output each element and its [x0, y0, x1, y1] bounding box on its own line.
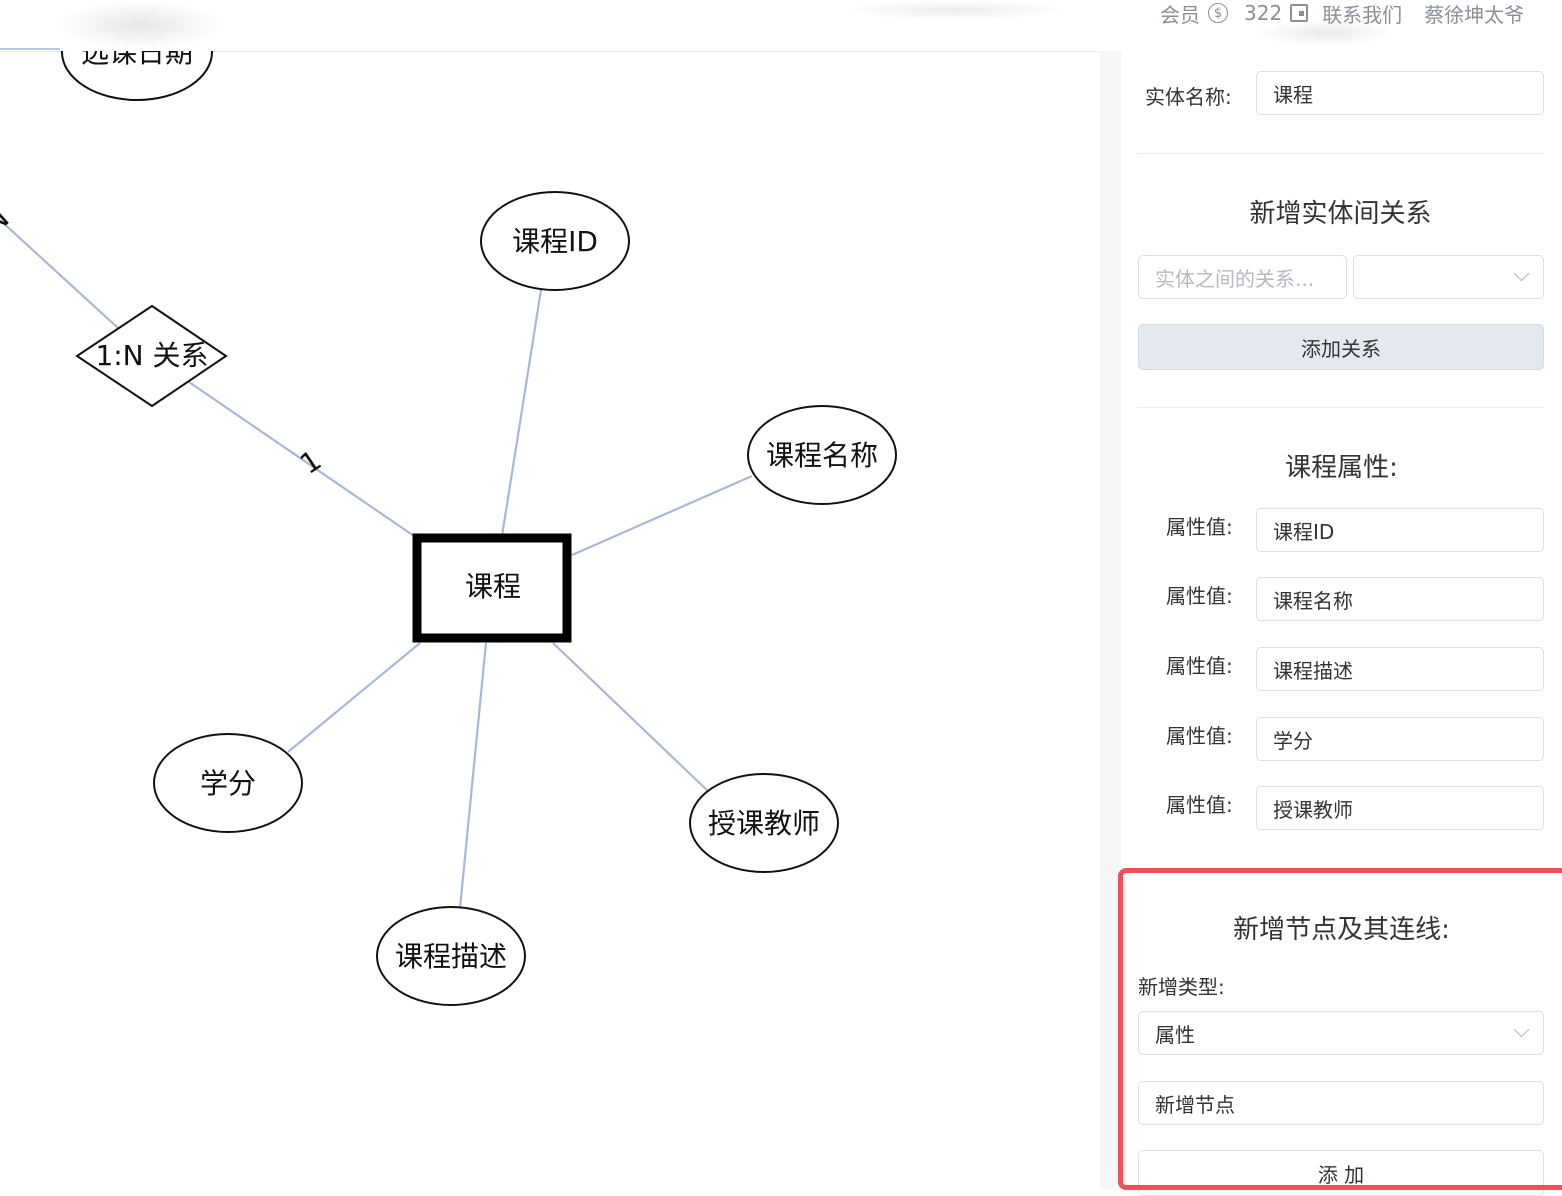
attribute-node-date[interactable]: 选课日期 — [61, 51, 213, 101]
attribute-label: 属性值: — [1166, 654, 1233, 678]
wallet-icon[interactable] — [1290, 4, 1309, 22]
properties-panel: 实体名称: 课程 新增实体间关系 实体之间的关系... 添加关系 课程属性: 属… — [1121, 51, 1562, 1196]
chevron-down-icon — [1513, 265, 1530, 282]
username[interactable]: 蔡徐坤太爷 — [1424, 2, 1525, 27]
entity-label: 课程 — [465, 570, 521, 603]
attribute-label: 授课教师 — [708, 807, 820, 840]
attribute-label: 属性值: — [1166, 515, 1233, 539]
tab-underline — [0, 48, 60, 50]
edge-description — [458, 642, 488, 909]
er-diagram-canvas[interactable]: 1 N 选课日期 课程ID 课程名称 授课教师 课程描述 学分 — [0, 51, 1100, 1190]
entity-node-course[interactable]: 课程 — [412, 533, 572, 643]
attribute-label: 课程ID — [512, 225, 598, 258]
edge-teacher — [552, 642, 711, 794]
relationship-label: 1:N 关系 — [95, 339, 208, 372]
chevron-down-icon — [1513, 1021, 1530, 1038]
member-link[interactable]: 会员 — [1160, 2, 1200, 27]
edge-course-name — [571, 474, 753, 557]
attribute-input[interactable]: 课程名称 — [1256, 577, 1544, 621]
attribute-row-label: 属性值: — [1166, 511, 1233, 540]
divider — [1137, 153, 1544, 154]
add-node-button[interactable]: 添 加 — [1138, 1150, 1544, 1196]
new-type-label: 新增类型: — [1138, 975, 1225, 999]
new-node-input[interactable]: 新增节点 — [1138, 1081, 1544, 1125]
new-node-title: 新增节点及其连线: — [1233, 915, 1450, 945]
entity-name-row: 实体名称: — [1145, 81, 1232, 110]
add-relation-button[interactable]: 添加关系 — [1138, 324, 1544, 370]
edge-credits — [287, 642, 421, 753]
attribute-row-label: 属性值: — [1166, 580, 1233, 609]
attribute-node-teacher[interactable]: 授课教师 — [689, 773, 839, 873]
divider — [1137, 407, 1544, 408]
attribute-label: 属性值: — [1166, 584, 1233, 608]
top-bar: 会员 $ 322 联系我们 蔡徐坤太爷 — [0, 0, 1562, 52]
attribute-row-label: 属性值: — [1166, 650, 1233, 679]
relationship-node[interactable]: 1:N 关系 — [75, 304, 228, 408]
relation-target-select[interactable] — [1353, 255, 1544, 299]
diagram-edges — [0, 219, 753, 909]
panel-scroll-gutter — [1100, 51, 1121, 1190]
attribute-node-description[interactable]: 课程描述 — [376, 906, 526, 1006]
cardinality-label-far: N — [0, 202, 15, 241]
attribute-row-label: 属性值: — [1166, 720, 1233, 749]
attribute-node-credits[interactable]: 学分 — [153, 733, 303, 833]
edge-relation-other — [0, 219, 119, 329]
attribute-input[interactable]: 课程描述 — [1256, 647, 1544, 691]
cardinality-label-near: 1 — [294, 443, 327, 480]
blurred-badge — [1255, 20, 1395, 46]
attribute-label: 属性值: — [1166, 793, 1233, 817]
relation-input[interactable]: 实体之间的关系... — [1138, 255, 1347, 299]
attribute-label: 课程描述 — [395, 940, 507, 973]
entity-name-input[interactable]: 课程 — [1256, 71, 1544, 115]
attribute-label: 课程名称 — [766, 439, 878, 472]
new-type-select[interactable]: 属性 — [1138, 1011, 1544, 1055]
attributes-title: 课程属性: — [1285, 453, 1398, 483]
select-value: 属性 — [1155, 1022, 1195, 1047]
blurred-logo — [55, 0, 225, 50]
contact-link[interactable]: 联系我们 — [1322, 2, 1403, 27]
attribute-label: 属性值: — [1166, 724, 1233, 748]
attribute-input[interactable]: 授课教师 — [1256, 786, 1544, 830]
attribute-node-course-name[interactable]: 课程名称 — [747, 405, 897, 505]
attribute-input[interactable]: 课程ID — [1256, 508, 1544, 552]
blurred-nav — [840, 0, 1070, 20]
attribute-label: 学分 — [200, 767, 256, 800]
entity-name-label: 实体名称: — [1145, 85, 1232, 109]
edge-course-id — [500, 289, 543, 537]
attribute-label: 选课日期 — [81, 51, 193, 69]
new-type-row: 新增类型: — [1138, 971, 1225, 1000]
user-toolbar: 会员 $ 322 联系我们 蔡徐坤太爷 — [1160, 0, 1525, 27]
attribute-input[interactable]: 学分 — [1256, 717, 1544, 761]
dollar-coin-icon: $ — [1208, 3, 1228, 23]
attribute-node-course-id[interactable]: 课程ID — [480, 191, 630, 291]
relation-section-title: 新增实体间关系 — [1249, 199, 1432, 229]
edge-relation-course — [188, 381, 415, 537]
er-diagram-svg[interactable]: 1 N 选课日期 课程ID 课程名称 授课教师 课程描述 学分 — [0, 51, 1100, 1190]
coin-count: 322 — [1244, 1, 1283, 25]
attribute-row-label: 属性值: — [1166, 789, 1233, 818]
